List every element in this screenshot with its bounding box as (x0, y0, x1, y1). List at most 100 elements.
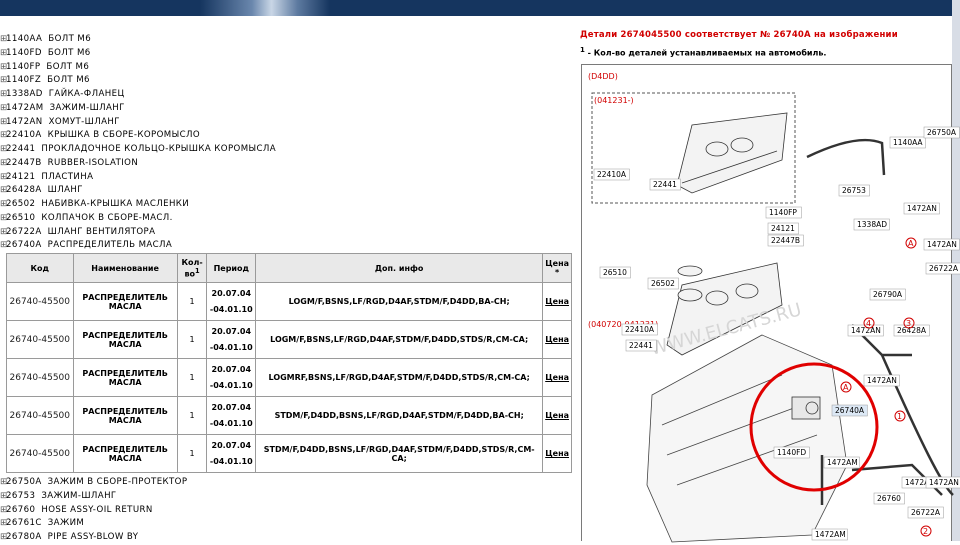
price-link[interactable]: Цена (545, 449, 569, 458)
expand-icon[interactable]: ⊞ (0, 89, 8, 99)
expand-icon[interactable]: ⊞ (0, 34, 8, 44)
diagram-label[interactable]: 26760 (877, 494, 901, 503)
cell-price: Цена (542, 320, 572, 359)
diagram-label[interactable]: 26790A (873, 290, 903, 299)
expand-icon[interactable]: ⊞ (0, 240, 8, 251)
callout-3: 3 (906, 319, 911, 328)
engine-label: (D4DD) (588, 72, 618, 81)
cell-price: Цена (542, 396, 572, 435)
diagram-label[interactable]: 22410A (597, 170, 627, 179)
diagram-label[interactable]: 1472AN (927, 240, 957, 249)
expand-icon[interactable]: ⊞ (0, 199, 8, 209)
expand-icon[interactable]: ⊞ (0, 102, 8, 113)
expand-icon[interactable]: ⊞ (0, 226, 8, 237)
expand-icon[interactable]: ⊞ (0, 116, 8, 127)
cell-price: Цена (542, 282, 572, 321)
price-link[interactable]: Цена (545, 373, 569, 382)
part-name: БОЛТ М6 (48, 34, 92, 44)
expand-icon[interactable]: ⊞ (0, 212, 8, 223)
rocker-cover-lower (666, 262, 783, 356)
price-link[interactable]: Цена (545, 411, 569, 420)
diagram-label[interactable]: 1140AA (893, 138, 923, 147)
expand-icon[interactable]: ⊞ (0, 130, 8, 141)
diagram-label[interactable]: 26428A (897, 326, 927, 335)
cell-qty: 1 (176, 358, 208, 397)
expand-icon[interactable]: ⊞ (0, 144, 8, 154)
diagram-label[interactable]: 1472AN (905, 478, 935, 487)
expand-icon[interactable]: ⊞ (0, 157, 8, 168)
diagram-label[interactable]: 26740A (835, 406, 865, 415)
expand-icon[interactable]: ⊞ (0, 518, 8, 529)
diagram-label[interactable]: 1140FD (777, 448, 806, 457)
price-link[interactable]: Цена (545, 297, 569, 306)
expand-icon[interactable]: ⊞ (0, 490, 8, 501)
diagram-label[interactable]: 26502 (651, 279, 675, 288)
diagram-label[interactable]: 22441 (629, 341, 653, 350)
part-name: ЗАЖИМ (47, 518, 85, 529)
diagram-label[interactable]: 26750A (927, 128, 957, 137)
diagram-label[interactable]: 1472AN (851, 326, 881, 335)
diagram-label[interactable]: 26510 (603, 268, 627, 277)
diagram-label[interactable]: 1472AN (867, 376, 897, 385)
part-name: РАСПРЕДЕЛИТЕЛЬ МАСЛА (47, 240, 173, 251)
diagram-label[interactable]: 26722A (911, 508, 941, 517)
diagram-label-box (765, 206, 802, 219)
engine-block (646, 334, 848, 543)
cell-info: LOGM/F,BSNS,LF/RGD,D4AF,STDM/F,D4DD,BA-C… (255, 282, 544, 321)
expand-icon[interactable]: ⊞ (0, 171, 8, 182)
diagram-label[interactable]: 22441 (653, 180, 677, 189)
diagram-label-box (767, 222, 799, 235)
price-link[interactable]: Цена (545, 335, 569, 344)
diagram-label-box (593, 168, 630, 181)
diagram-label[interactable]: 1472AN (929, 478, 959, 487)
rocker-cover-upper (676, 112, 788, 194)
diagram-label[interactable]: 24121 (771, 224, 795, 233)
diagram-label-box (838, 184, 870, 197)
expand-icon[interactable]: ⊞ (0, 61, 8, 72)
diagram-label[interactable]: 26753 (842, 186, 866, 195)
expand-icon[interactable]: ⊞ (0, 504, 8, 515)
part-code: 26428A (6, 185, 42, 196)
expand-icon[interactable]: ⊞ (0, 532, 8, 542)
site-header-banner (0, 0, 952, 16)
variant-box-1 (591, 92, 796, 204)
diagram-label[interactable]: 1472AM (815, 530, 846, 539)
diagram-label[interactable]: 22410A (625, 325, 655, 334)
expand-icon[interactable]: ⊞ (0, 47, 8, 58)
diagram-label[interactable]: 1338AD (857, 220, 887, 229)
diagram-label[interactable]: 1472AN (907, 204, 937, 213)
expand-icon[interactable]: ⊞ (0, 75, 8, 86)
part-code: 1472AN (6, 116, 43, 127)
diagram-label[interactable]: 26722A (929, 264, 959, 273)
parts-diagram[interactable]: (D4DD) (041231-) (581, 64, 960, 543)
diagram-label[interactable]: 1140FP (769, 208, 797, 217)
part-name: PIPE ASSY-BLOW BY (47, 532, 139, 542)
diagram-label-box (847, 324, 884, 337)
diagram-label[interactable]: 22447B (771, 236, 800, 245)
diagram-label[interactable]: 1472AM (827, 458, 858, 467)
expand-icon[interactable]: ⊞ (0, 185, 8, 196)
expand-icon[interactable]: ⊞ (0, 477, 8, 487)
